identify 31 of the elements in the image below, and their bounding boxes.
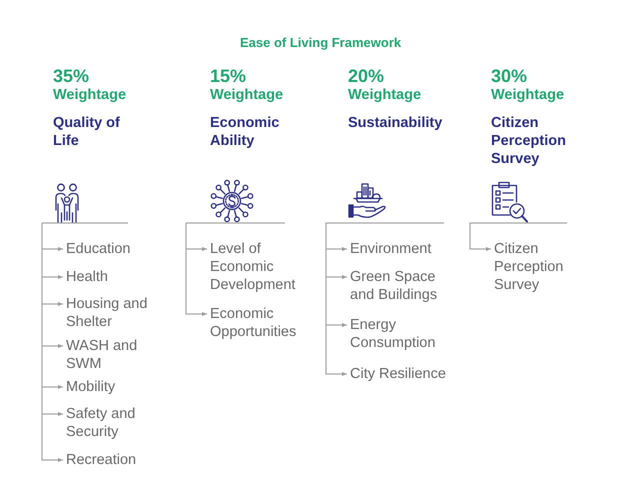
- indicator-label: Green Space and Buildings: [350, 268, 439, 304]
- weightage-percent: 15%: [210, 66, 248, 86]
- indicator-label: Energy Consumption: [350, 316, 437, 352]
- connector-line: [470, 222, 568, 251]
- indicator-label: Level of Economic Development: [210, 240, 297, 294]
- pillar-heading: Quality of Life: [53, 114, 121, 150]
- indicator-label: Citizen Perception Survey: [494, 240, 565, 294]
- indicator-label: Health: [66, 268, 109, 286]
- connector-line: [326, 222, 444, 376]
- indicator-label: Safety and Security: [66, 405, 137, 441]
- pillar-heading: Economic Ability: [210, 114, 280, 150]
- weightage-label: Weightage: [491, 86, 566, 104]
- indicator-label: Economic Opportunities: [210, 305, 298, 341]
- diagram-title: Ease of Living Framework: [240, 35, 402, 50]
- indicator-label: WASH and SWM: [66, 337, 139, 373]
- indicator-label: City Resilience: [350, 365, 447, 383]
- pillar-heading: Citizen Perception Survey: [491, 114, 567, 168]
- weightage-percent: 20%: [348, 66, 386, 86]
- connector-line: [186, 222, 286, 316]
- connector-line: [42, 222, 128, 462]
- indicator-label: Education: [66, 240, 132, 258]
- indicator-label: Environment: [350, 240, 433, 258]
- weightage-label: Weightage: [53, 86, 128, 104]
- weightage-label: Weightage: [210, 86, 284, 104]
- indicator-label: Housing and Shelter: [66, 295, 149, 331]
- indicator-label: Mobility: [66, 378, 117, 396]
- pillar-heading: Sustainability: [348, 114, 444, 132]
- weightage-percent: 35%: [53, 66, 90, 86]
- indicator-label: Recreation: [66, 451, 138, 469]
- weightage-percent: 30%: [491, 66, 528, 86]
- weightage-label: Weightage: [348, 86, 422, 104]
